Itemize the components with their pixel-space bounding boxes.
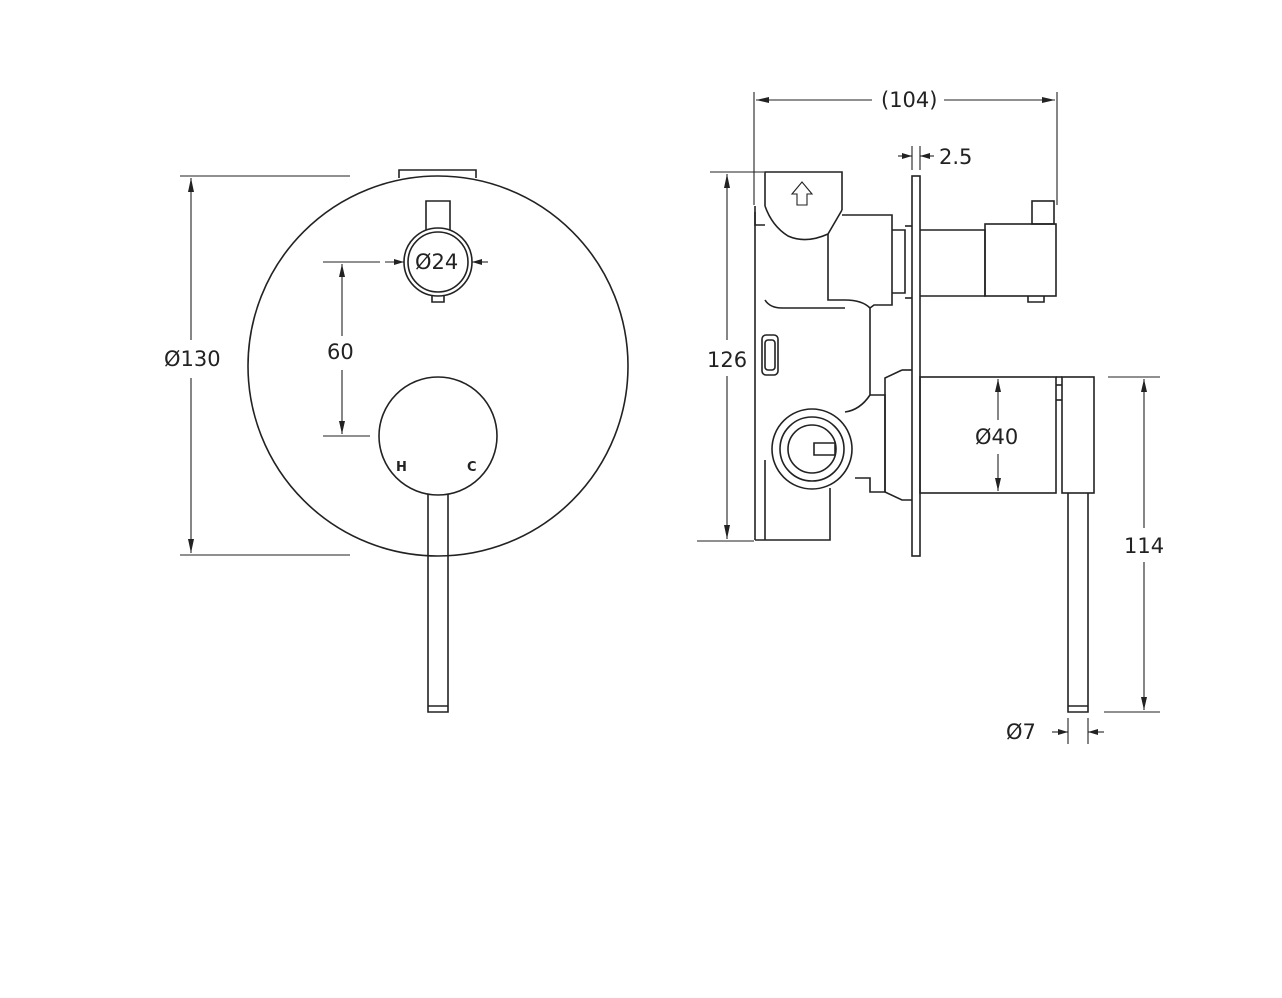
side-view: (104) 2.5 126 Ø40 xyxy=(697,88,1164,744)
side-wall-plate xyxy=(911,175,921,557)
plate-thickness-value: 2.5 xyxy=(939,145,972,169)
dimension-handle-diameter: Ø40 xyxy=(975,379,1018,491)
dimension-overall-depth: (104) xyxy=(753,88,1058,205)
plate-diameter-value: Ø130 xyxy=(164,347,221,371)
mixer-handle xyxy=(378,376,498,496)
diverter-diameter-value: Ø24 xyxy=(415,250,458,274)
hot-label: H xyxy=(396,460,407,475)
lever-length-value: 114 xyxy=(1124,534,1164,558)
valve-body xyxy=(754,171,912,541)
overall-depth-value: (104) xyxy=(881,88,937,112)
dimension-lever-length: 114 xyxy=(1104,376,1164,713)
dimension-diverter-diameter: Ø24 xyxy=(385,250,488,274)
side-mixer-handle xyxy=(884,369,1062,501)
center-distance-value: 60 xyxy=(327,340,354,364)
dimension-lever-diameter: Ø7 xyxy=(1006,718,1104,744)
wall-plate-outline xyxy=(247,175,629,557)
diverter-spindle xyxy=(920,200,1057,303)
body-height-value: 126 xyxy=(707,348,747,372)
lever-diameter-value: Ø7 xyxy=(1006,720,1036,744)
dimension-plate-diameter: Ø130 xyxy=(164,175,350,556)
handle-diameter-value: Ø40 xyxy=(975,425,1018,449)
plate-top-tab xyxy=(398,169,477,178)
dimension-center-distance: 60 xyxy=(323,261,380,437)
dimension-body-height: 126 xyxy=(697,171,764,542)
front-view: H C Ø130 60 Ø24 xyxy=(164,169,629,713)
dimension-plate-thickness: 2.5 xyxy=(898,145,972,170)
side-lever xyxy=(1056,376,1095,713)
cold-label: C xyxy=(467,460,477,475)
front-lever xyxy=(427,494,449,713)
